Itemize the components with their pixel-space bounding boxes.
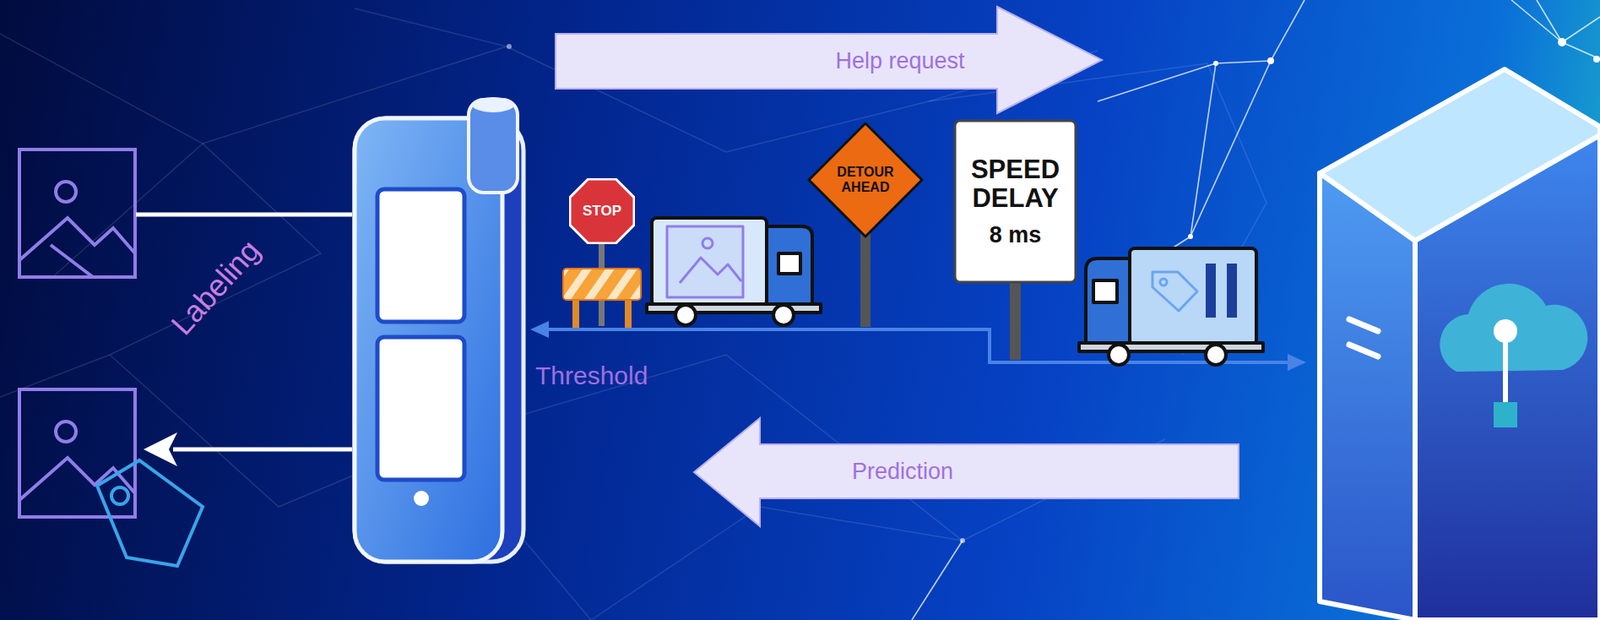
request-arrow-outline: [555, 6, 1102, 114]
sign-text: DETOUR AHEAD: [831, 164, 900, 196]
truck: [646, 217, 821, 326]
arrow-head: [143, 432, 178, 467]
request-arrow: Help request: [553, 5, 1105, 115]
speed-sign-outline: [954, 120, 1076, 283]
arrow-head: [1287, 353, 1307, 371]
sign-text: 8 ms: [989, 222, 1042, 248]
sign-text: SPEED DELAY: [965, 155, 1067, 214]
detour-sign: DETOUR AHEAD: [806, 120, 925, 239]
prediction-arrow-shape: [691, 416, 1241, 528]
arrow-head: [530, 320, 549, 338]
barrier: [563, 268, 641, 328]
phone-device: [354, 97, 524, 562]
server: [1319, 69, 1600, 620]
request-arrow-shape: [553, 5, 1105, 115]
detour-sign-outline: [808, 123, 923, 237]
stop-sign: STOP: [569, 178, 635, 245]
sign-post: [1009, 282, 1021, 360]
labeled-image-icon: [19, 389, 136, 517]
image-icon: [19, 149, 136, 277]
tag-icon: [97, 460, 203, 566]
sign-post: [860, 232, 871, 327]
prediction-arrow-outline: [694, 417, 1239, 527]
connector-line: [173, 447, 353, 452]
stop-sign-outline: [569, 178, 635, 244]
sign-text: Help request: [835, 48, 965, 74]
threshold-label: Threshold: [535, 361, 648, 391]
prediction-arrow: Prediction: [691, 416, 1241, 528]
speed-sign: SPEED DELAY 8 ms: [953, 119, 1078, 284]
sign-text: STOP: [582, 202, 622, 219]
truck: [1079, 248, 1264, 365]
sign-text: Prediction: [851, 458, 954, 484]
connector-line: [135, 212, 353, 217]
